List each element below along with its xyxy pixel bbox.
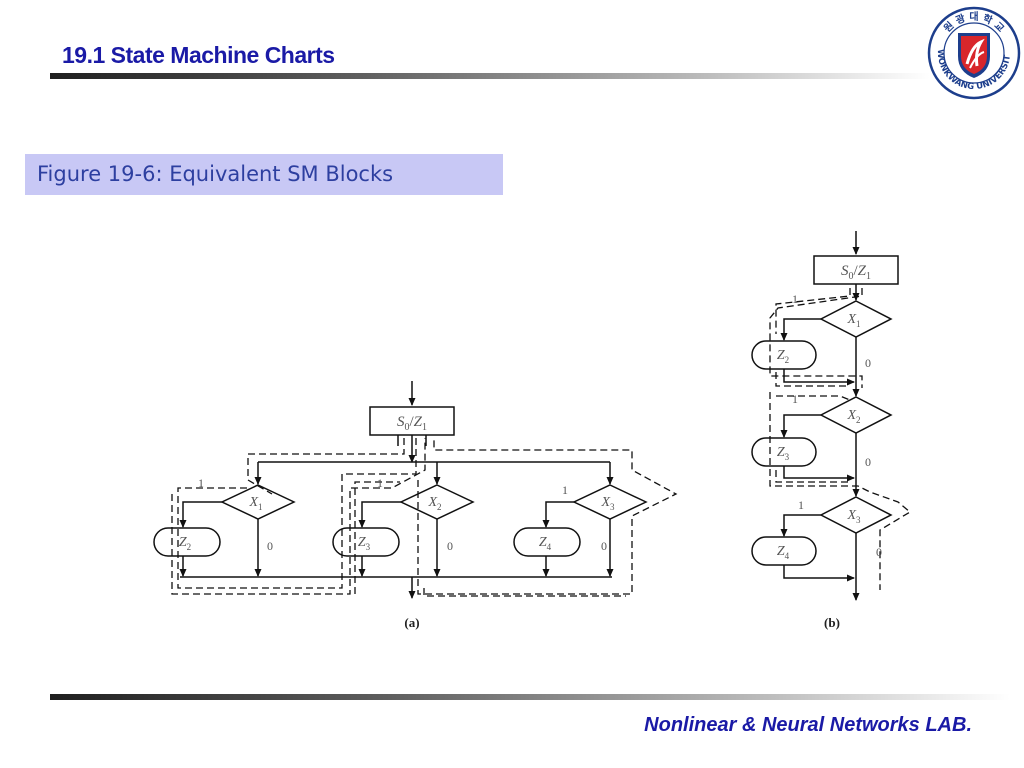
b-branch-1-x2: 1 bbox=[792, 392, 798, 406]
a-output-z4 bbox=[513, 527, 581, 557]
b-branch-1-x1: 1 bbox=[792, 292, 798, 306]
a-branch-0-x1: 0 bbox=[267, 539, 273, 553]
b-state-label: S0/Z1 bbox=[841, 263, 871, 282]
logo-emblem-stroke bbox=[969, 51, 985, 69]
a-branch-0-x3: 0 bbox=[601, 539, 607, 553]
figure-a-label: (a) bbox=[404, 615, 419, 630]
a-decision-x3-label: X3 bbox=[600, 495, 615, 512]
figure-a bbox=[153, 381, 678, 599]
b-decision-x2-label: X2 bbox=[846, 408, 860, 425]
a-branch-1-x2: 1 bbox=[377, 476, 383, 490]
title-divider bbox=[50, 73, 930, 79]
a-branch-1-x3: 1 bbox=[562, 483, 568, 497]
b-output-z3-label: Z3 bbox=[777, 445, 790, 462]
b-branch-0-x1: 0 bbox=[865, 356, 871, 370]
b-branch-0-x2: 0 bbox=[865, 455, 871, 469]
a-output-z2-label: Z2 bbox=[179, 535, 191, 552]
figure-caption: Figure 19-6: Equivalent SM Blocks bbox=[37, 162, 394, 186]
slide-title: 19.1 State Machine Charts bbox=[62, 42, 335, 68]
a-branch-0-x2: 0 bbox=[447, 539, 453, 553]
a-link-path-outlines bbox=[171, 438, 678, 597]
b-branch-1-x3: 1 bbox=[798, 498, 804, 512]
footer-divider bbox=[50, 694, 1010, 700]
b-branch-0-x3: 0 bbox=[876, 545, 882, 559]
b-output-z2-label: Z2 bbox=[777, 348, 789, 365]
a-state-box bbox=[369, 406, 455, 436]
b-decision-x1-label: X1 bbox=[846, 312, 860, 329]
b-state-box bbox=[813, 255, 899, 285]
a-decision-x2-label: X2 bbox=[427, 495, 441, 512]
figure-b bbox=[751, 231, 912, 601]
b-output-z4-label: Z4 bbox=[777, 544, 790, 561]
b-decision-x3-label: X3 bbox=[846, 508, 861, 525]
a-output-z4-label: Z4 bbox=[539, 535, 552, 552]
a-output-z2 bbox=[153, 527, 221, 557]
figure-caption-box: Figure 19-6: Equivalent SM Blocks bbox=[25, 154, 503, 195]
a-decision-x1-label: X1 bbox=[248, 495, 262, 512]
b-link-path-outlines bbox=[769, 288, 912, 590]
a-output-z3-label: Z3 bbox=[358, 535, 371, 552]
university-logo: 원 광 대 학 교 WONKWANG UNIVERSITY bbox=[927, 6, 1021, 100]
figure-b-label: (b) bbox=[824, 615, 840, 630]
a-branch-1-x1: 1 bbox=[198, 476, 204, 490]
a-state-label: S0/Z1 bbox=[397, 414, 427, 433]
footer-lab-name: Nonlinear & Neural Networks LAB. bbox=[644, 714, 972, 736]
